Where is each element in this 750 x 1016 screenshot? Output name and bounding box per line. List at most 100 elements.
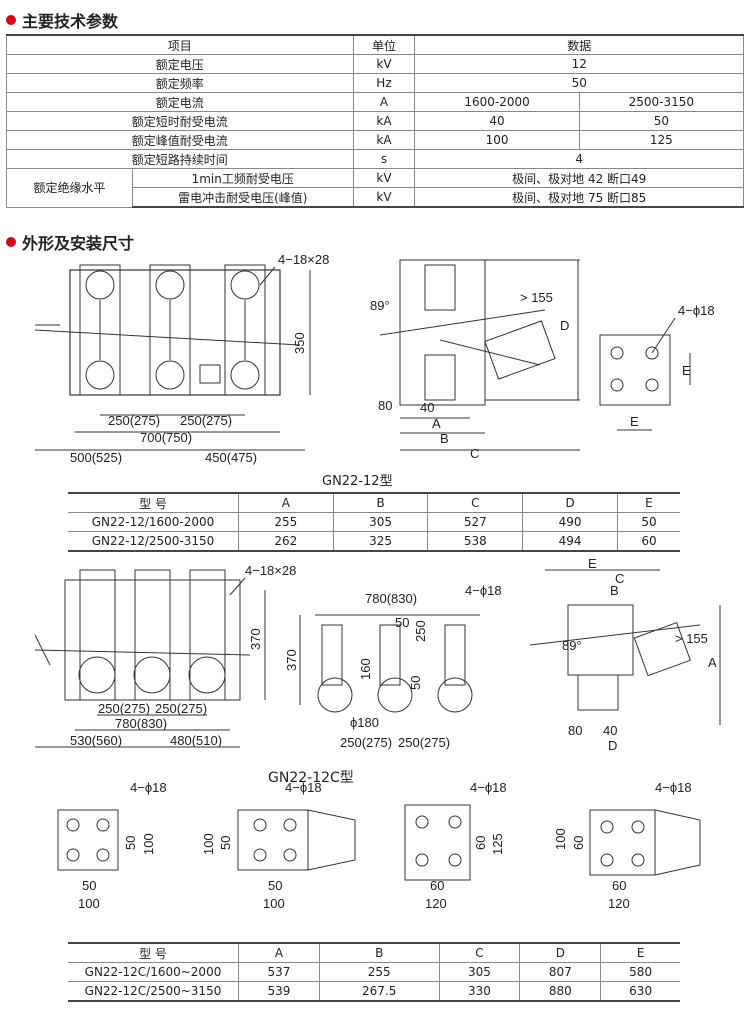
dim-label: 80 <box>568 723 582 738</box>
header-cell: D <box>519 942 602 963</box>
side-view <box>379 259 580 406</box>
table-cell: s <box>352 149 416 169</box>
table-cell: 4 <box>414 149 744 169</box>
bullet-icon <box>6 237 16 247</box>
dim-label: D <box>560 318 569 333</box>
plate-4: 4−ϕ18 60 100 60 120 <box>553 780 701 911</box>
spec-table: 项目 单位 数据 额定电压 kV 12 额定频率 Hz 50 额定电流 A 16… <box>6 34 745 208</box>
header-cell: C <box>427 492 524 513</box>
table-cell: 305 <box>333 512 429 532</box>
dim-label: C <box>470 446 479 461</box>
plate-hole: 4−ϕ18 <box>130 780 167 795</box>
table-cell: 580 <box>600 962 680 982</box>
plate-dim: 120 <box>425 896 447 911</box>
table-row: GN22-12/1600-2000 255 305 527 490 50 <box>68 512 680 532</box>
header-cell: E <box>617 492 680 513</box>
table-cell: 1600-2000 <box>414 92 580 112</box>
table-row: GN22-12/2500-3150 262 325 538 494 60 <box>68 531 680 552</box>
plate-dim: 60 <box>473 836 488 850</box>
table-cell: 额定峰值耐受电流 <box>6 130 354 150</box>
drawing-caption: GN22-12C型 <box>268 770 354 786</box>
table-cell: 630 <box>600 981 680 1002</box>
plate-dim: 100 <box>141 833 156 855</box>
table-cell: 807 <box>519 962 602 982</box>
terminal-plate <box>599 334 671 406</box>
dim-label: 80 <box>378 398 392 413</box>
bullet-icon <box>6 15 16 25</box>
plate-dim: 60 <box>612 878 626 893</box>
dim-label: 250(275) <box>180 413 232 428</box>
table-cell: 额定电流 <box>6 92 354 112</box>
table-cell: 100 <box>414 130 580 150</box>
plate-dim: 100 <box>201 833 216 855</box>
dims-table-gn22-12: 型 号 A B C D E GN22-12/1600-2000 255 305 … <box>68 492 680 552</box>
table-cell: kA <box>352 130 416 150</box>
table-cell: 537 <box>238 962 320 982</box>
table-cell: 极间、极对地 42 断口49 <box>414 168 744 188</box>
dim-label: E <box>682 363 691 378</box>
table-cell: 330 <box>439 981 521 1002</box>
table-cell: 538 <box>427 531 524 552</box>
table-cell: 539 <box>238 981 320 1002</box>
table-cell-group: 额定绝缘水平 <box>6 168 133 208</box>
dim-label: A <box>432 416 441 431</box>
dim-label: 250(275) <box>155 701 207 716</box>
header-cell: B <box>333 492 429 513</box>
header-cell: E <box>600 942 680 963</box>
header-cell: 型 号 <box>68 942 239 963</box>
plate-1: 4−ϕ18 50 100 50 100 <box>57 780 167 911</box>
dim-label: 89° <box>562 638 582 653</box>
table-cell: 527 <box>427 512 524 532</box>
header-cell: A <box>238 942 320 963</box>
dim-label: 250(275) <box>340 735 392 750</box>
section-heading-dimensions: 外形及安装尺寸 <box>6 230 134 254</box>
dim-label: E <box>588 556 597 571</box>
dims-table-gn22-12c: 型 号 A B C D E GN22-12C/1600~2000 537 255… <box>68 942 680 1002</box>
dim-label: 370 <box>284 649 299 671</box>
table-cell: 494 <box>522 531 618 552</box>
plate-2: 4−ϕ18 50 100 50 100 <box>201 780 356 911</box>
dim-label: 89° <box>370 298 390 313</box>
dim-label: 250(275) <box>98 701 150 716</box>
table-row: 额定电压 kV 12 <box>6 54 744 74</box>
side-view <box>529 604 701 711</box>
dim-label: 4−ϕ18 <box>678 303 715 318</box>
table-cell: 雷电冲击耐受电压(峰值) <box>132 187 354 208</box>
table-cell: 40 <box>414 111 580 131</box>
dim-label: 250(275) <box>398 735 450 750</box>
front-view <box>34 569 251 701</box>
plate-dim: 100 <box>553 828 568 850</box>
table-row: 额定短时耐受电流 kA 40 50 <box>6 111 745 131</box>
drawing-gn22-12: 4−18×28 350 250(275) 250(275) 700(750) 5… <box>34 252 715 465</box>
dim-label: > 155 <box>675 631 708 646</box>
dim-label: 350 <box>292 332 307 354</box>
table-row: 额定频率 Hz 50 <box>6 73 744 93</box>
table-cell: kV <box>352 187 416 208</box>
plate-hole: 4−ϕ18 <box>285 780 322 795</box>
table-row: 额定绝缘水平 1min工频耐受电压 kV 极间、极对地 42 断口49 <box>6 168 744 208</box>
section-title: 外形及安装尺寸 <box>22 234 135 253</box>
header-cell: C <box>439 942 521 963</box>
table-cell: A <box>352 92 416 112</box>
plate-dim: 50 <box>218 836 233 850</box>
table-cell: GN22-12/1600-2000 <box>68 512 239 532</box>
dim-label: E <box>630 414 639 429</box>
plate-hole: 4−ϕ18 <box>655 780 692 795</box>
table-row: 额定峰值耐受电流 kA 100 125 <box>6 130 745 150</box>
plate-dim: 100 <box>263 896 285 911</box>
table-cell: 255 <box>319 962 440 982</box>
table-cell: 额定频率 <box>6 73 354 93</box>
table-header-row: 型 号 A B C D E <box>68 942 680 963</box>
dim-label: 530(560) <box>70 733 122 748</box>
plate-dim: 50 <box>82 878 96 893</box>
table-cell: 325 <box>333 531 429 552</box>
header-cell: 数据 <box>414 34 744 55</box>
drawing-caption: GN22-12型 <box>322 474 393 489</box>
table-cell: kA <box>352 111 416 131</box>
table-row: 额定短路持续时间 s 4 <box>6 149 744 169</box>
plate-dim: 100 <box>78 896 100 911</box>
plate-dim: 60 <box>430 878 444 893</box>
front-view <box>34 264 301 396</box>
table-cell: 880 <box>519 981 602 1002</box>
header-cell: B <box>319 942 440 963</box>
